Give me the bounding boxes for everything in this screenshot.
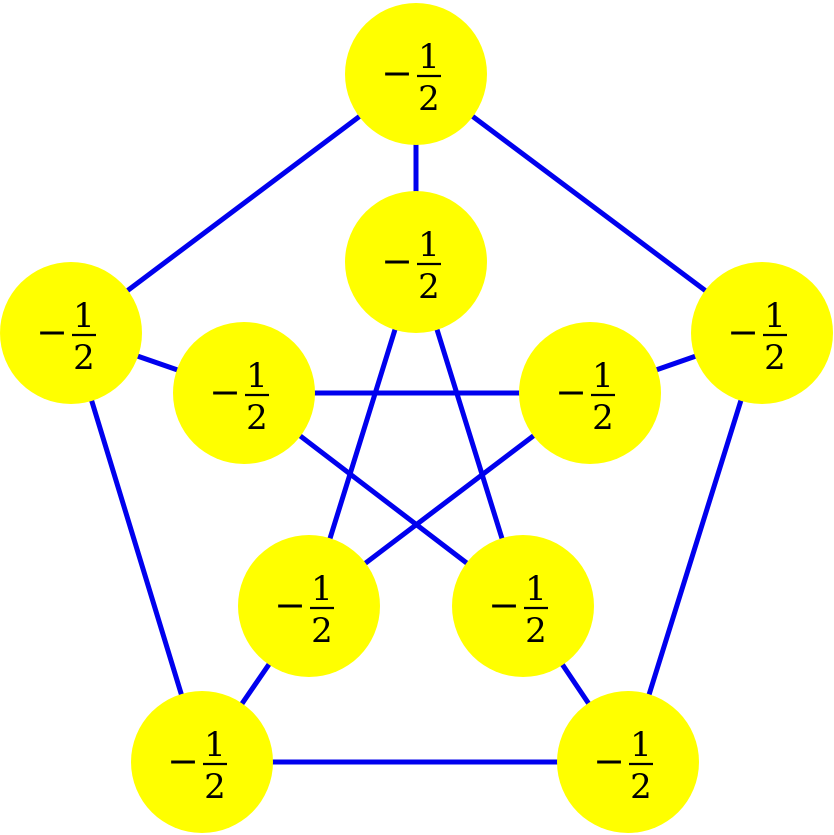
node-inner-left: −12 — [173, 322, 315, 464]
node-denominator: 2 — [311, 611, 333, 651]
node-inner-top: −12 — [345, 191, 487, 333]
node-minus-sign: − — [36, 310, 68, 354]
nodes-layer: −12−12−12−12−12−12−12−12−12−12 — [0, 3, 833, 833]
node-denominator: 2 — [246, 398, 268, 438]
node-denominator: 2 — [592, 398, 614, 438]
node-circle — [131, 691, 273, 833]
node-outer-bottom-left: −12 — [131, 691, 273, 833]
node-minus-sign: − — [381, 51, 413, 95]
node-minus-sign: − — [381, 239, 413, 283]
node-circle — [452, 535, 594, 677]
node-denominator: 2 — [418, 267, 440, 307]
node-circle — [173, 322, 315, 464]
node-circle — [557, 691, 699, 833]
node-denominator: 2 — [418, 79, 440, 119]
node-numerator: 1 — [418, 225, 440, 265]
node-denominator: 2 — [525, 611, 547, 651]
node-outer-left: −12 — [0, 262, 142, 404]
node-denominator: 2 — [204, 767, 226, 807]
node-numerator: 1 — [592, 356, 614, 396]
node-outer-right: −12 — [691, 262, 833, 404]
node-denominator: 2 — [73, 338, 95, 378]
node-inner-bottom-left: −12 — [238, 535, 380, 677]
node-circle — [691, 262, 833, 404]
node-numerator: 1 — [525, 569, 547, 609]
edges-layer — [68, 71, 765, 765]
node-circle — [238, 535, 380, 677]
node-numerator: 1 — [418, 37, 440, 77]
node-minus-sign: − — [488, 583, 520, 627]
node-inner-right: −12 — [519, 322, 661, 464]
node-circle — [345, 3, 487, 145]
edge-outer-top-outer-left — [68, 71, 419, 336]
node-minus-sign: − — [274, 583, 306, 627]
node-numerator: 1 — [764, 296, 786, 336]
node-outer-bottom-right: −12 — [557, 691, 699, 833]
node-outer-top: −12 — [345, 3, 487, 145]
node-numerator: 1 — [204, 725, 226, 765]
edge-outer-top-outer-right — [413, 71, 765, 336]
node-denominator: 2 — [630, 767, 652, 807]
node-circle — [519, 322, 661, 464]
edge-outer-right-outer-bottom-right — [625, 330, 765, 765]
node-circle — [0, 262, 142, 404]
node-minus-sign: − — [167, 739, 199, 783]
node-circle — [345, 191, 487, 333]
node-minus-sign: − — [593, 739, 625, 783]
node-numerator: 1 — [630, 725, 652, 765]
node-numerator: 1 — [246, 356, 268, 396]
node-numerator: 1 — [311, 569, 333, 609]
node-denominator: 2 — [764, 338, 786, 378]
node-minus-sign: − — [727, 310, 759, 354]
node-numerator: 1 — [73, 296, 95, 336]
node-minus-sign: − — [555, 370, 587, 414]
node-minus-sign: − — [209, 370, 241, 414]
node-inner-bottom-right: −12 — [452, 535, 594, 677]
edge-outer-left-outer-bottom-left — [68, 330, 205, 765]
